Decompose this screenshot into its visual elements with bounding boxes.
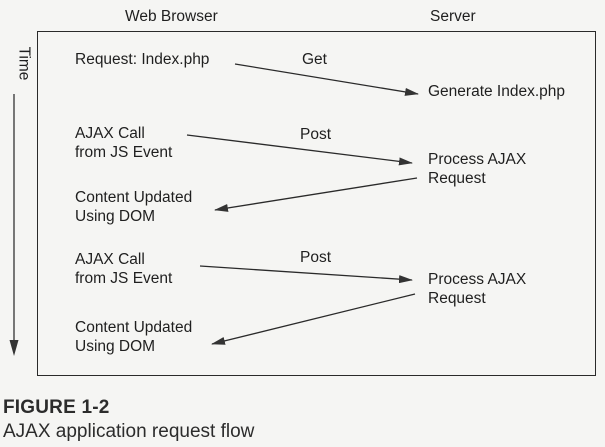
node-ajax-call-2: AJAX Call from JS Event xyxy=(75,250,172,288)
node-line: AJAX Call xyxy=(75,251,145,268)
node-line: Using DOM xyxy=(75,338,156,355)
node-line: Content Updated xyxy=(75,319,193,336)
column-header-web-browser: Web Browser xyxy=(125,8,218,25)
time-axis-arrowhead-icon xyxy=(9,340,19,356)
figure-caption: AJAX application request flow xyxy=(3,421,255,442)
node-process-ajax-1: Process AJAX Request xyxy=(428,150,526,188)
node-content-updated-1: Content Updated Using DOM xyxy=(75,188,192,226)
node-content-updated-2: Content Updated Using DOM xyxy=(75,318,192,356)
node-ajax-call-1: AJAX Call from JS Event xyxy=(75,124,172,162)
node-line: Using DOM xyxy=(75,208,156,225)
node-line: Content Updated xyxy=(75,189,193,206)
edge-label-post-1: Post xyxy=(300,126,332,143)
time-axis-label: Time xyxy=(15,46,33,81)
node-request-index: Request: Index.php xyxy=(75,50,209,69)
diagram-frame xyxy=(37,31,596,376)
node-process-ajax-2: Process AJAX Request xyxy=(428,270,526,308)
node-line: Process AJAX xyxy=(428,151,527,168)
edge-label-get: Get xyxy=(302,51,327,68)
node-line: from JS Event xyxy=(75,270,173,287)
column-header-server: Server xyxy=(430,8,476,25)
figure-number: FIGURE 1-2 xyxy=(3,397,110,418)
node-line: Request xyxy=(428,170,486,187)
node-line: Request xyxy=(428,290,486,307)
node-line: Request: Index.php xyxy=(75,51,210,68)
edge-label-post-2: Post xyxy=(300,249,332,266)
node-line: from JS Event xyxy=(75,144,173,161)
node-line: AJAX Call xyxy=(75,125,145,142)
node-line: Generate Index.php xyxy=(428,83,566,100)
node-line: Process AJAX xyxy=(428,271,527,288)
node-generate-index: Generate Index.php xyxy=(428,82,565,101)
